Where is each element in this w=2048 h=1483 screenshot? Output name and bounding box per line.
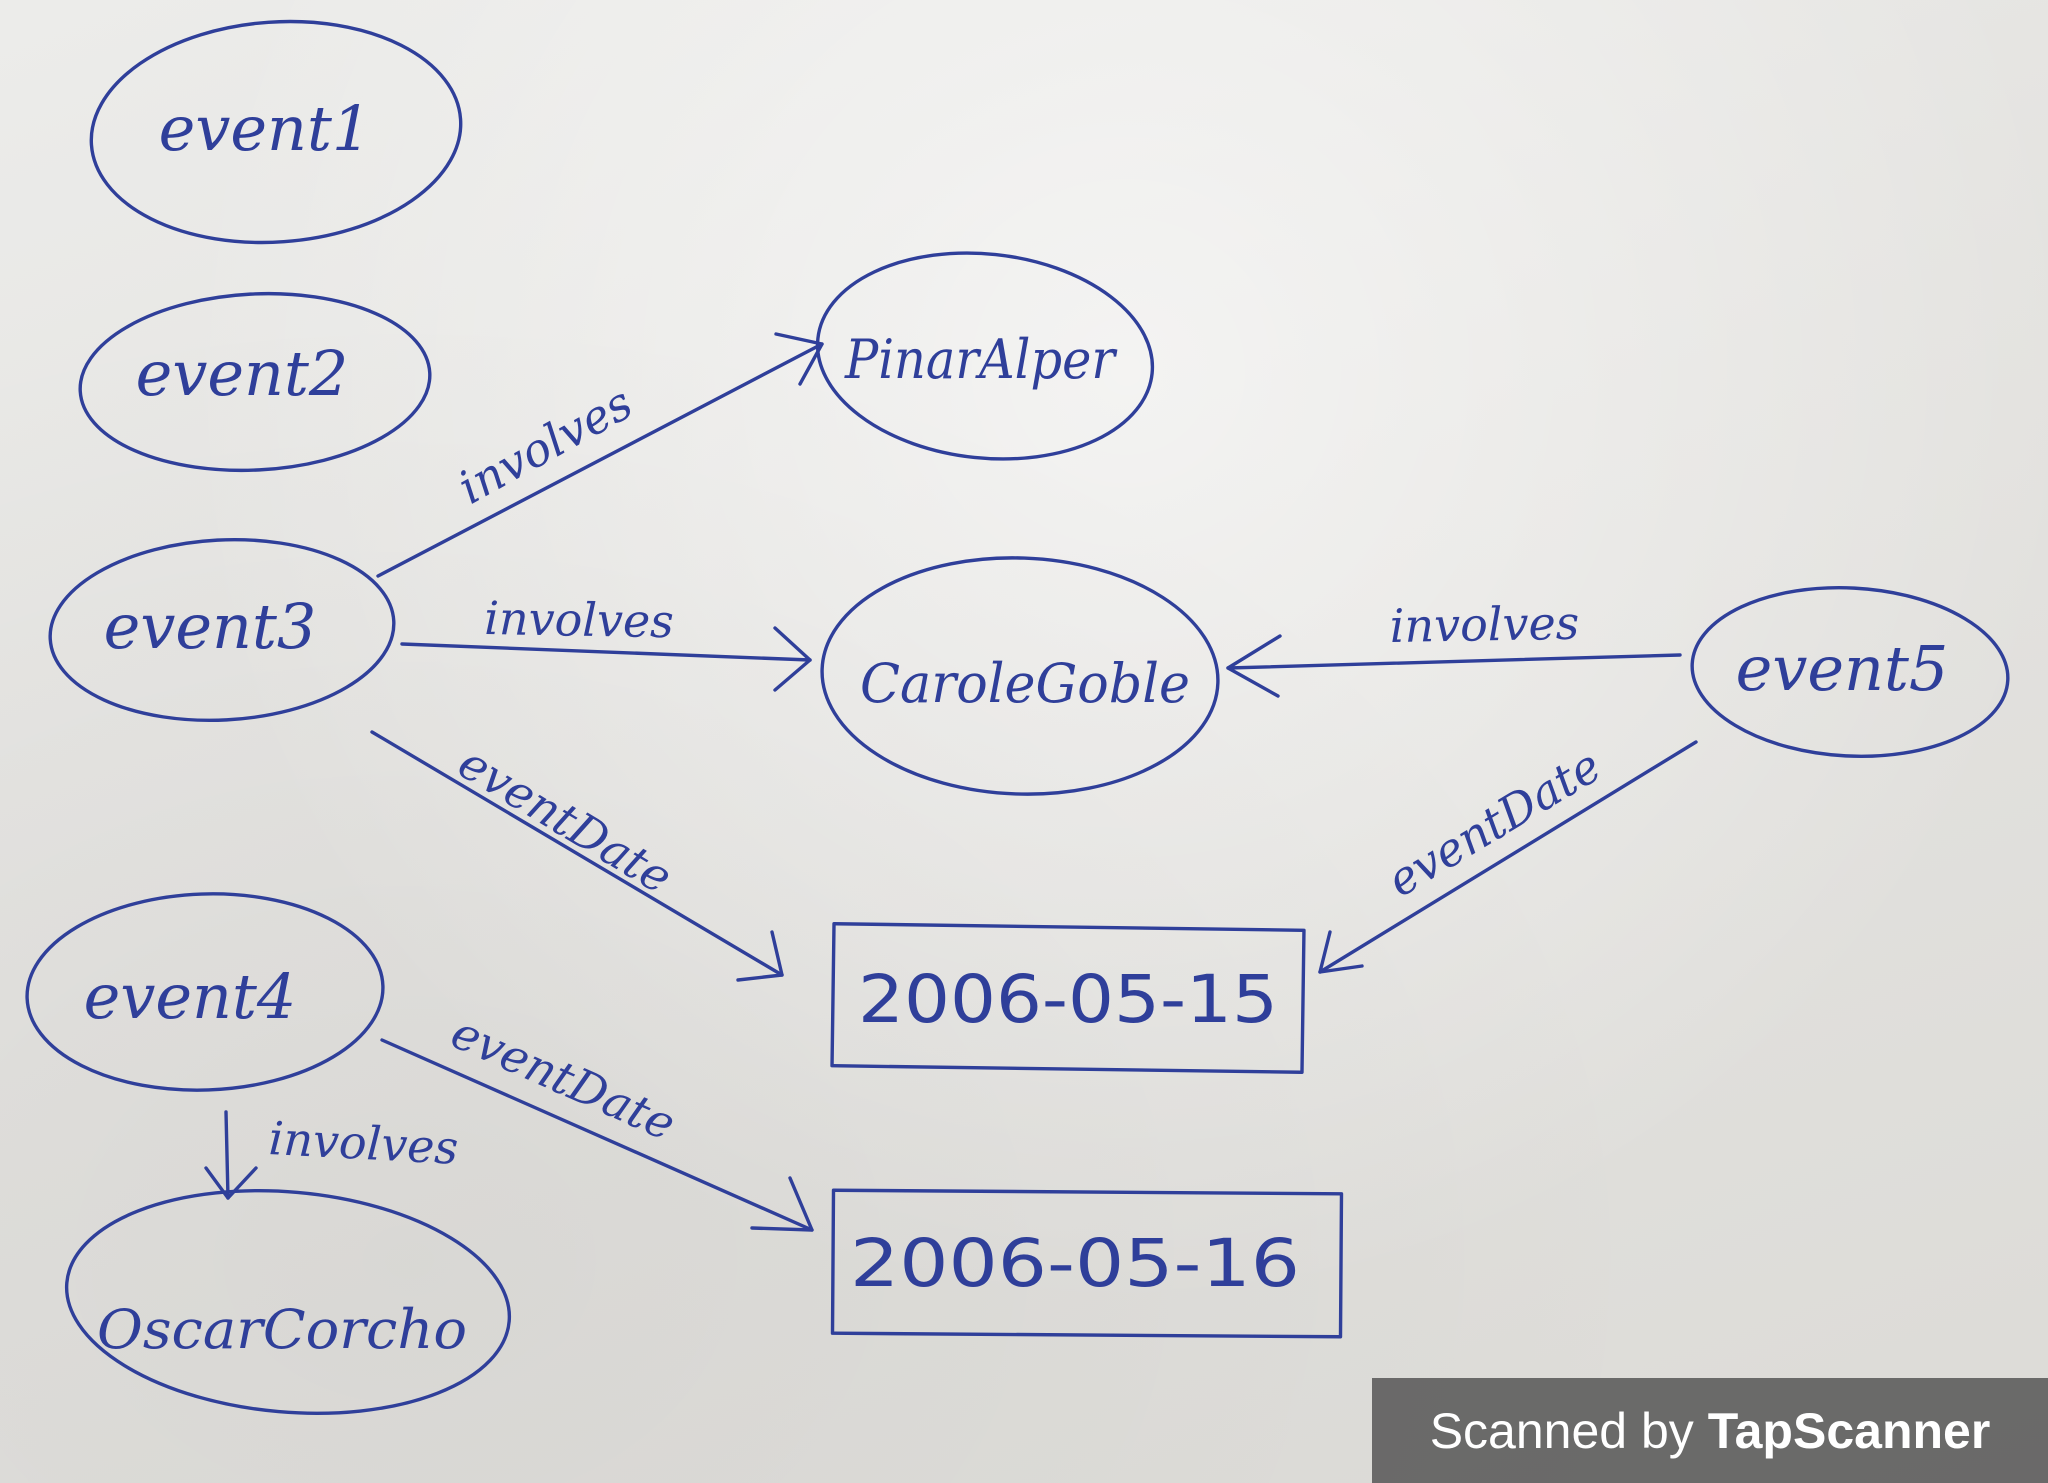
node-date2-label: 2006-05-16 — [850, 1225, 1300, 1302]
scanner-brand: TapScanner — [1707, 1402, 1991, 1459]
node-event5-label: event5 — [1736, 632, 1949, 705]
node-oscar-label: OscarCorcho — [97, 1298, 467, 1361]
edge-event4-oscar-label: involves — [267, 1111, 459, 1175]
edge-event3-pinar-arrow — [774, 332, 824, 386]
node-event3-shape — [48, 537, 396, 723]
edge-event3-carole-line — [400, 642, 812, 662]
node-date2-shape — [830, 1188, 1344, 1339]
node-event1-label: event1 — [159, 92, 372, 165]
scanner-prefix: Scanned by — [1429, 1402, 1694, 1459]
node-event1-shape — [89, 19, 463, 245]
edge-event4-oscar-line — [224, 1110, 230, 1200]
edge-event3-pinar-label: involves — [449, 375, 641, 514]
node-event4-label: event4 — [84, 960, 297, 1033]
node-oscar-shape — [64, 1189, 512, 1415]
edge-event3-date1-line — [370, 730, 784, 977]
edge-event3-date1-arrow — [736, 930, 784, 982]
edge-event4-oscar-arrow — [204, 1166, 258, 1200]
node-event2-shape — [78, 291, 432, 473]
node-event2-label: event2 — [136, 337, 349, 410]
edge-event5-carole-line — [1226, 653, 1682, 670]
edge-event4-date2-arrow — [750, 1176, 814, 1232]
node-pinar-label: PinarAlper — [844, 328, 1118, 391]
edge-event5-date1-label: eventDate — [1378, 738, 1610, 907]
node-event3-label: event3 — [104, 590, 317, 663]
node-pinar-shape — [815, 251, 1155, 461]
edge-event5-carole-arrow — [1226, 634, 1282, 698]
edge-event4-date2-line — [380, 1038, 814, 1232]
node-date1-label: 2006-05-15 — [858, 961, 1278, 1038]
edge-event5-carole-label: involves — [1389, 596, 1579, 653]
edge-event3-carole-arrow — [773, 626, 812, 692]
node-carole-shape — [820, 556, 1220, 796]
edge-event3-carole-label: involves — [484, 591, 674, 648]
node-event5-shape — [1690, 586, 2010, 758]
scanner-watermark: Scanned by TapScanner — [1372, 1378, 2048, 1483]
node-date1-shape — [830, 922, 1306, 1074]
edge-event3-pinar-line — [376, 342, 824, 578]
node-carole-label: CaroleGoble — [860, 652, 1190, 715]
edge-event4-date2-label: eventDate — [444, 1005, 684, 1151]
edge-event3-date1-label: eventDate — [449, 735, 681, 904]
edge-event5-date1-arrow — [1318, 930, 1364, 974]
node-event4-shape — [25, 892, 385, 1092]
edge-event5-date1-line — [1318, 740, 1698, 974]
